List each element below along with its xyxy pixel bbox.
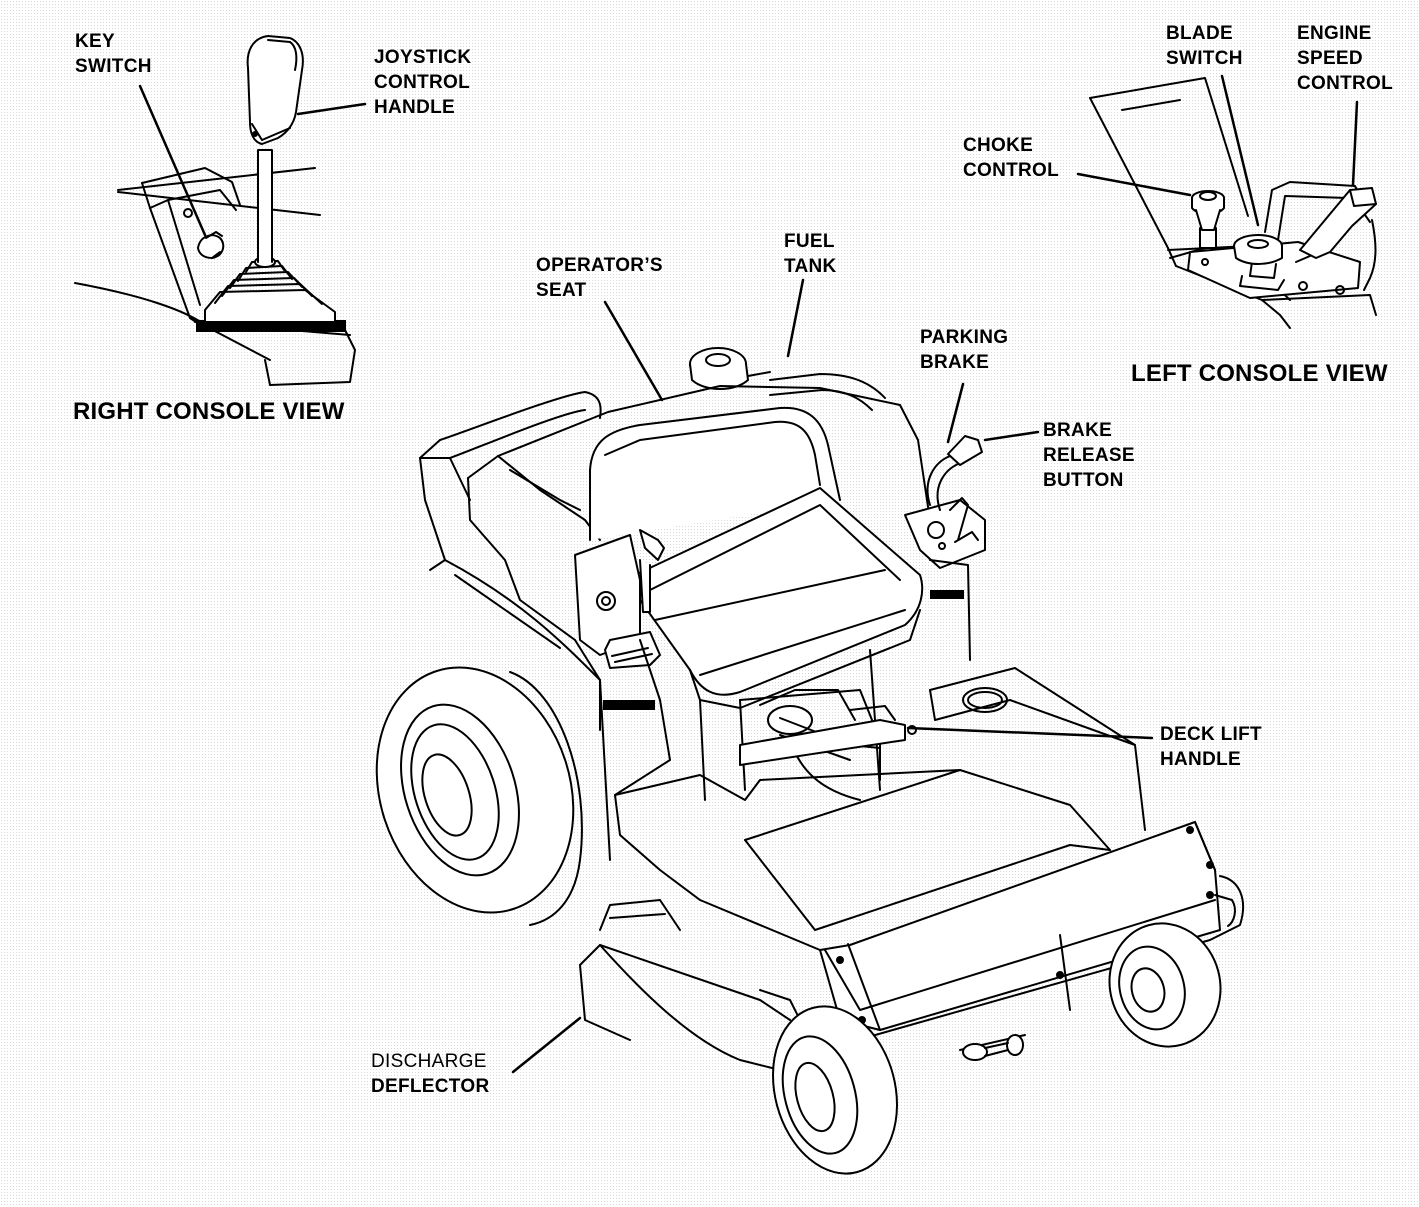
label-brake-release-button: BRAKE RELEASE BUTTON: [1043, 420, 1135, 491]
label-operators-seat: OPERATOR’S SEAT: [536, 255, 663, 301]
label-joystick-control-handle: JOYSTICK CONTROL HANDLE: [374, 47, 472, 118]
label-engine-speed-control: ENGINE SPEED CONTROL: [1297, 23, 1394, 94]
leader-blade-switch: [1220, 74, 1260, 227]
leader-engine-speed-control: [1351, 100, 1359, 187]
leader-discharge-deflector: [511, 1016, 582, 1074]
leader-parking-brake: [946, 382, 965, 444]
mower-illustration: [375, 347, 1245, 1175]
label-choke-control: CHOKE CONTROL: [963, 135, 1060, 181]
title-left-console-view: LEFT CONSOLE VIEW: [1131, 360, 1388, 387]
leader-brake-release-button: [983, 430, 1040, 442]
leader-joystick-control-handle: [296, 102, 367, 116]
label-discharge-deflector: DISCHARGE DEFLECTOR: [371, 1051, 490, 1097]
leader-operators-seat: [603, 300, 664, 402]
label-deck-lift-handle: DECK LIFT HANDLE: [1160, 724, 1262, 770]
left-console-illustration: [1089, 77, 1377, 329]
label-blade-switch: BLADE SWITCH: [1166, 23, 1243, 69]
leader-deck-lift-handle: [906, 726, 1154, 740]
leader-choke-control: [1076, 172, 1192, 197]
label-key-switch: KEY SWITCH: [75, 31, 152, 77]
title-right-console-view: RIGHT CONSOLE VIEW: [73, 398, 345, 425]
leader-lines: [138, 74, 1359, 1074]
label-fuel-tank: FUEL TANK: [784, 231, 837, 277]
leader-fuel-tank: [786, 278, 805, 358]
label-parking-brake: PARKING BRAKE: [920, 327, 1009, 373]
leader-key-switch: [138, 84, 207, 237]
right-console-illustration: [74, 35, 356, 386]
